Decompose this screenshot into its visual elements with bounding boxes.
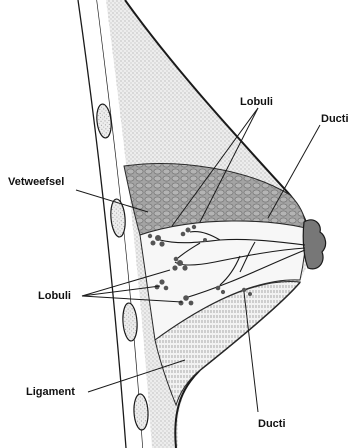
label-ligament: Ligament	[26, 386, 75, 398]
label-lobuli-left: Lobuli	[38, 290, 71, 302]
label-lobuli-top: Lobuli	[240, 96, 273, 108]
label-ducti-top: Ducti	[321, 113, 349, 125]
label-vetweefsel: Vetweefsel	[8, 176, 64, 188]
label-ducti-bottom: Ducti	[258, 418, 286, 430]
nipple	[303, 220, 325, 269]
